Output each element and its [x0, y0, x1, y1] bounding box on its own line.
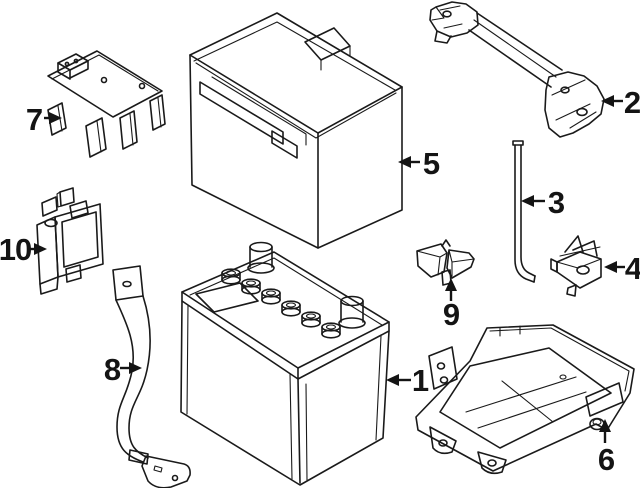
- callout-10-number: 10: [0, 232, 31, 267]
- callout-3-arrowhead-icon: [521, 195, 534, 207]
- callout-5[interactable]: 5: [398, 146, 441, 181]
- rod-bracket-art: [550, 235, 602, 297]
- callout-5-arrowhead-icon: [398, 156, 411, 168]
- relay-module-art: [36, 187, 104, 295]
- callout-10-arrowhead-icon: [34, 243, 47, 255]
- hold-down-frame-art: [429, 1, 605, 138]
- callout-6[interactable]: 6: [598, 419, 616, 477]
- callout-8[interactable]: 8: [104, 352, 142, 387]
- callout-2[interactable]: 2: [601, 85, 640, 120]
- callout-2-number: 2: [624, 85, 640, 120]
- callout-1-arrowhead-icon: [386, 374, 399, 386]
- callout-2-arrowhead-icon: [601, 95, 614, 107]
- callout-1[interactable]: 1: [386, 363, 430, 398]
- battery-cover-box-art: [189, 12, 403, 249]
- battery-art: [180, 241, 390, 486]
- battery-sensor-art: [416, 239, 475, 286]
- callout-6-number: 6: [598, 442, 615, 477]
- callout-4-number: 4: [625, 251, 640, 286]
- callouts-layer: 1 2 3 4 5 6 7: [0, 85, 640, 477]
- cable-bracket-art: [112, 265, 191, 488]
- callout-9-number: 9: [443, 297, 460, 332]
- battery-cell-caps: [221, 268, 341, 339]
- callout-3-number: 3: [548, 185, 565, 220]
- callout-10[interactable]: 10: [0, 232, 47, 267]
- callout-8-arrowhead-icon: [129, 362, 142, 374]
- callout-4[interactable]: 4: [604, 251, 640, 286]
- callout-7[interactable]: 7: [26, 102, 62, 137]
- callout-7-number: 7: [26, 102, 42, 137]
- battery-tray-art: [415, 324, 635, 475]
- callout-9[interactable]: 9: [443, 278, 461, 332]
- callout-3[interactable]: 3: [521, 185, 566, 220]
- hold-down-rod-art: [512, 140, 536, 283]
- callout-6-arrowhead-icon: [599, 419, 611, 432]
- callout-8-number: 8: [104, 352, 121, 387]
- fusible-link-holder-art: [47, 50, 166, 158]
- callout-7-arrowhead-icon: [49, 112, 62, 124]
- callout-9-arrowhead-icon: [445, 278, 457, 291]
- callout-4-arrowhead-icon: [604, 261, 617, 273]
- callout-5-number: 5: [423, 146, 440, 181]
- callout-1-number: 1: [412, 363, 429, 398]
